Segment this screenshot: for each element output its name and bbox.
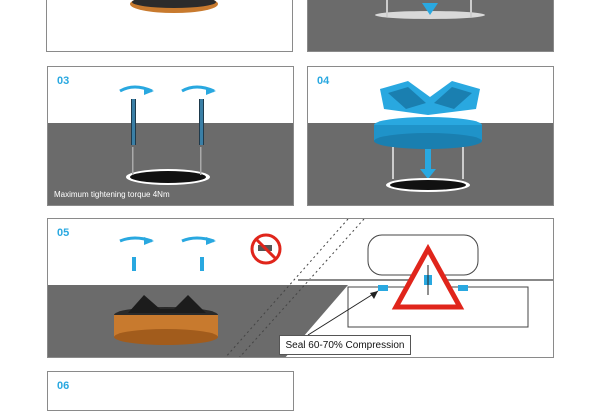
step-02-right-panel [307, 0, 554, 52]
step-05-panel: 05 Seal 60-70% Compression [47, 218, 554, 358]
seal-compression-illustration [48, 219, 553, 357]
step-number: 05 [57, 227, 70, 239]
seal-compression-label: Seal 60-70% Compression [279, 335, 411, 355]
step-number: 06 [57, 380, 70, 392]
step-number: 04 [317, 75, 330, 87]
step-03-panel: 03 Maximum tightening torque 4Nm [47, 66, 294, 206]
screw-tighten-illustration [48, 85, 293, 205]
step-04-panel: 04 [307, 66, 554, 206]
ring-insert-illustration [375, 0, 485, 19]
step-02-left-panel [46, 0, 293, 52]
step-06-panel: 06 [47, 371, 294, 411]
step-number: 03 [57, 75, 70, 87]
drain-base-illustration [130, 0, 218, 13]
grate-assembly-illustration [308, 81, 553, 205]
torque-caption: Maximum tightening torque 4Nm [54, 190, 170, 199]
